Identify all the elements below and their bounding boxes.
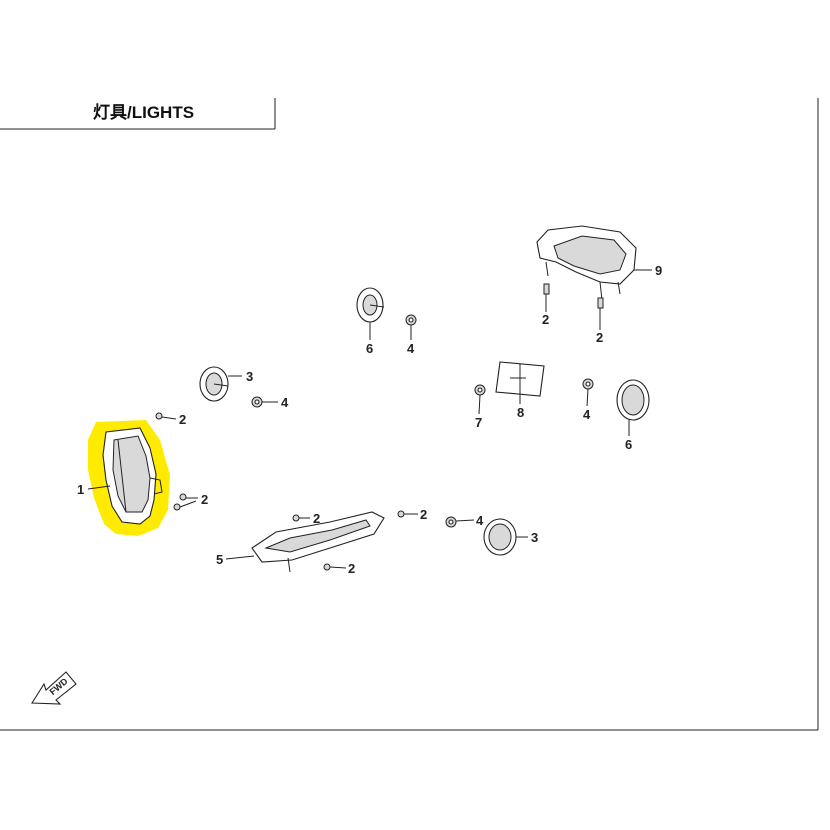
callout-7: 7: [475, 415, 482, 430]
callout-3a: 3: [246, 369, 253, 384]
screw-headlight-mid[interactable]: [179, 493, 187, 501]
tail-light-assembly[interactable]: [536, 225, 637, 301]
callout-2a: 2: [179, 412, 186, 427]
callout-2e: 2: [313, 511, 320, 526]
callout-5: 5: [216, 552, 223, 567]
callout-8: 8: [517, 405, 524, 420]
screw-bar-top[interactable]: [292, 514, 300, 522]
nut-center-top[interactable]: [405, 314, 417, 326]
callout-2g: 2: [348, 561, 355, 576]
callout-4a: 4: [281, 395, 289, 410]
leader-lines: [87, 269, 652, 569]
forward-arrow-icon: FWD: [31, 671, 77, 705]
callout-4d: 4: [476, 513, 484, 528]
headlight-left[interactable]: [102, 427, 163, 525]
nut-license-light[interactable]: [474, 384, 486, 396]
callout-4c: 4: [583, 407, 591, 422]
drawing-frame: [0, 98, 819, 731]
reflector-right[interactable]: [616, 379, 650, 421]
callout-1: 1: [77, 482, 84, 497]
callout-6b: 6: [625, 437, 632, 452]
callout-9: 9: [655, 263, 662, 278]
nut-upper-left[interactable]: [251, 396, 263, 408]
screw-headlight-top[interactable]: [155, 412, 163, 420]
screw-headlight-low[interactable]: [173, 503, 181, 511]
screw-bar-bottom[interactable]: [323, 563, 331, 571]
callout-2d: 2: [596, 330, 603, 345]
callout-3b: 3: [531, 530, 538, 545]
screw-bar-right[interactable]: [397, 510, 405, 518]
callout-2b: 2: [201, 492, 208, 507]
nut-right-reflector[interactable]: [582, 378, 594, 390]
reflector-lower[interactable]: [483, 518, 517, 556]
position-light-bar[interactable]: [251, 511, 385, 573]
screw-tail-right[interactable]: [597, 297, 604, 309]
reflector-disc-center[interactable]: [356, 287, 385, 323]
reflector-holder-upper[interactable]: [199, 366, 229, 402]
screw-tail-left[interactable]: [543, 283, 550, 295]
callout-4b: 4: [407, 341, 415, 356]
license-plate-light[interactable]: [495, 361, 545, 397]
nut-lower-reflector[interactable]: [445, 516, 457, 528]
callout-2c: 2: [542, 312, 549, 327]
callout-6a: 6: [366, 341, 373, 356]
page-title: 灯具/LIGHTS: [93, 103, 194, 122]
callout-2f: 2: [420, 507, 427, 522]
